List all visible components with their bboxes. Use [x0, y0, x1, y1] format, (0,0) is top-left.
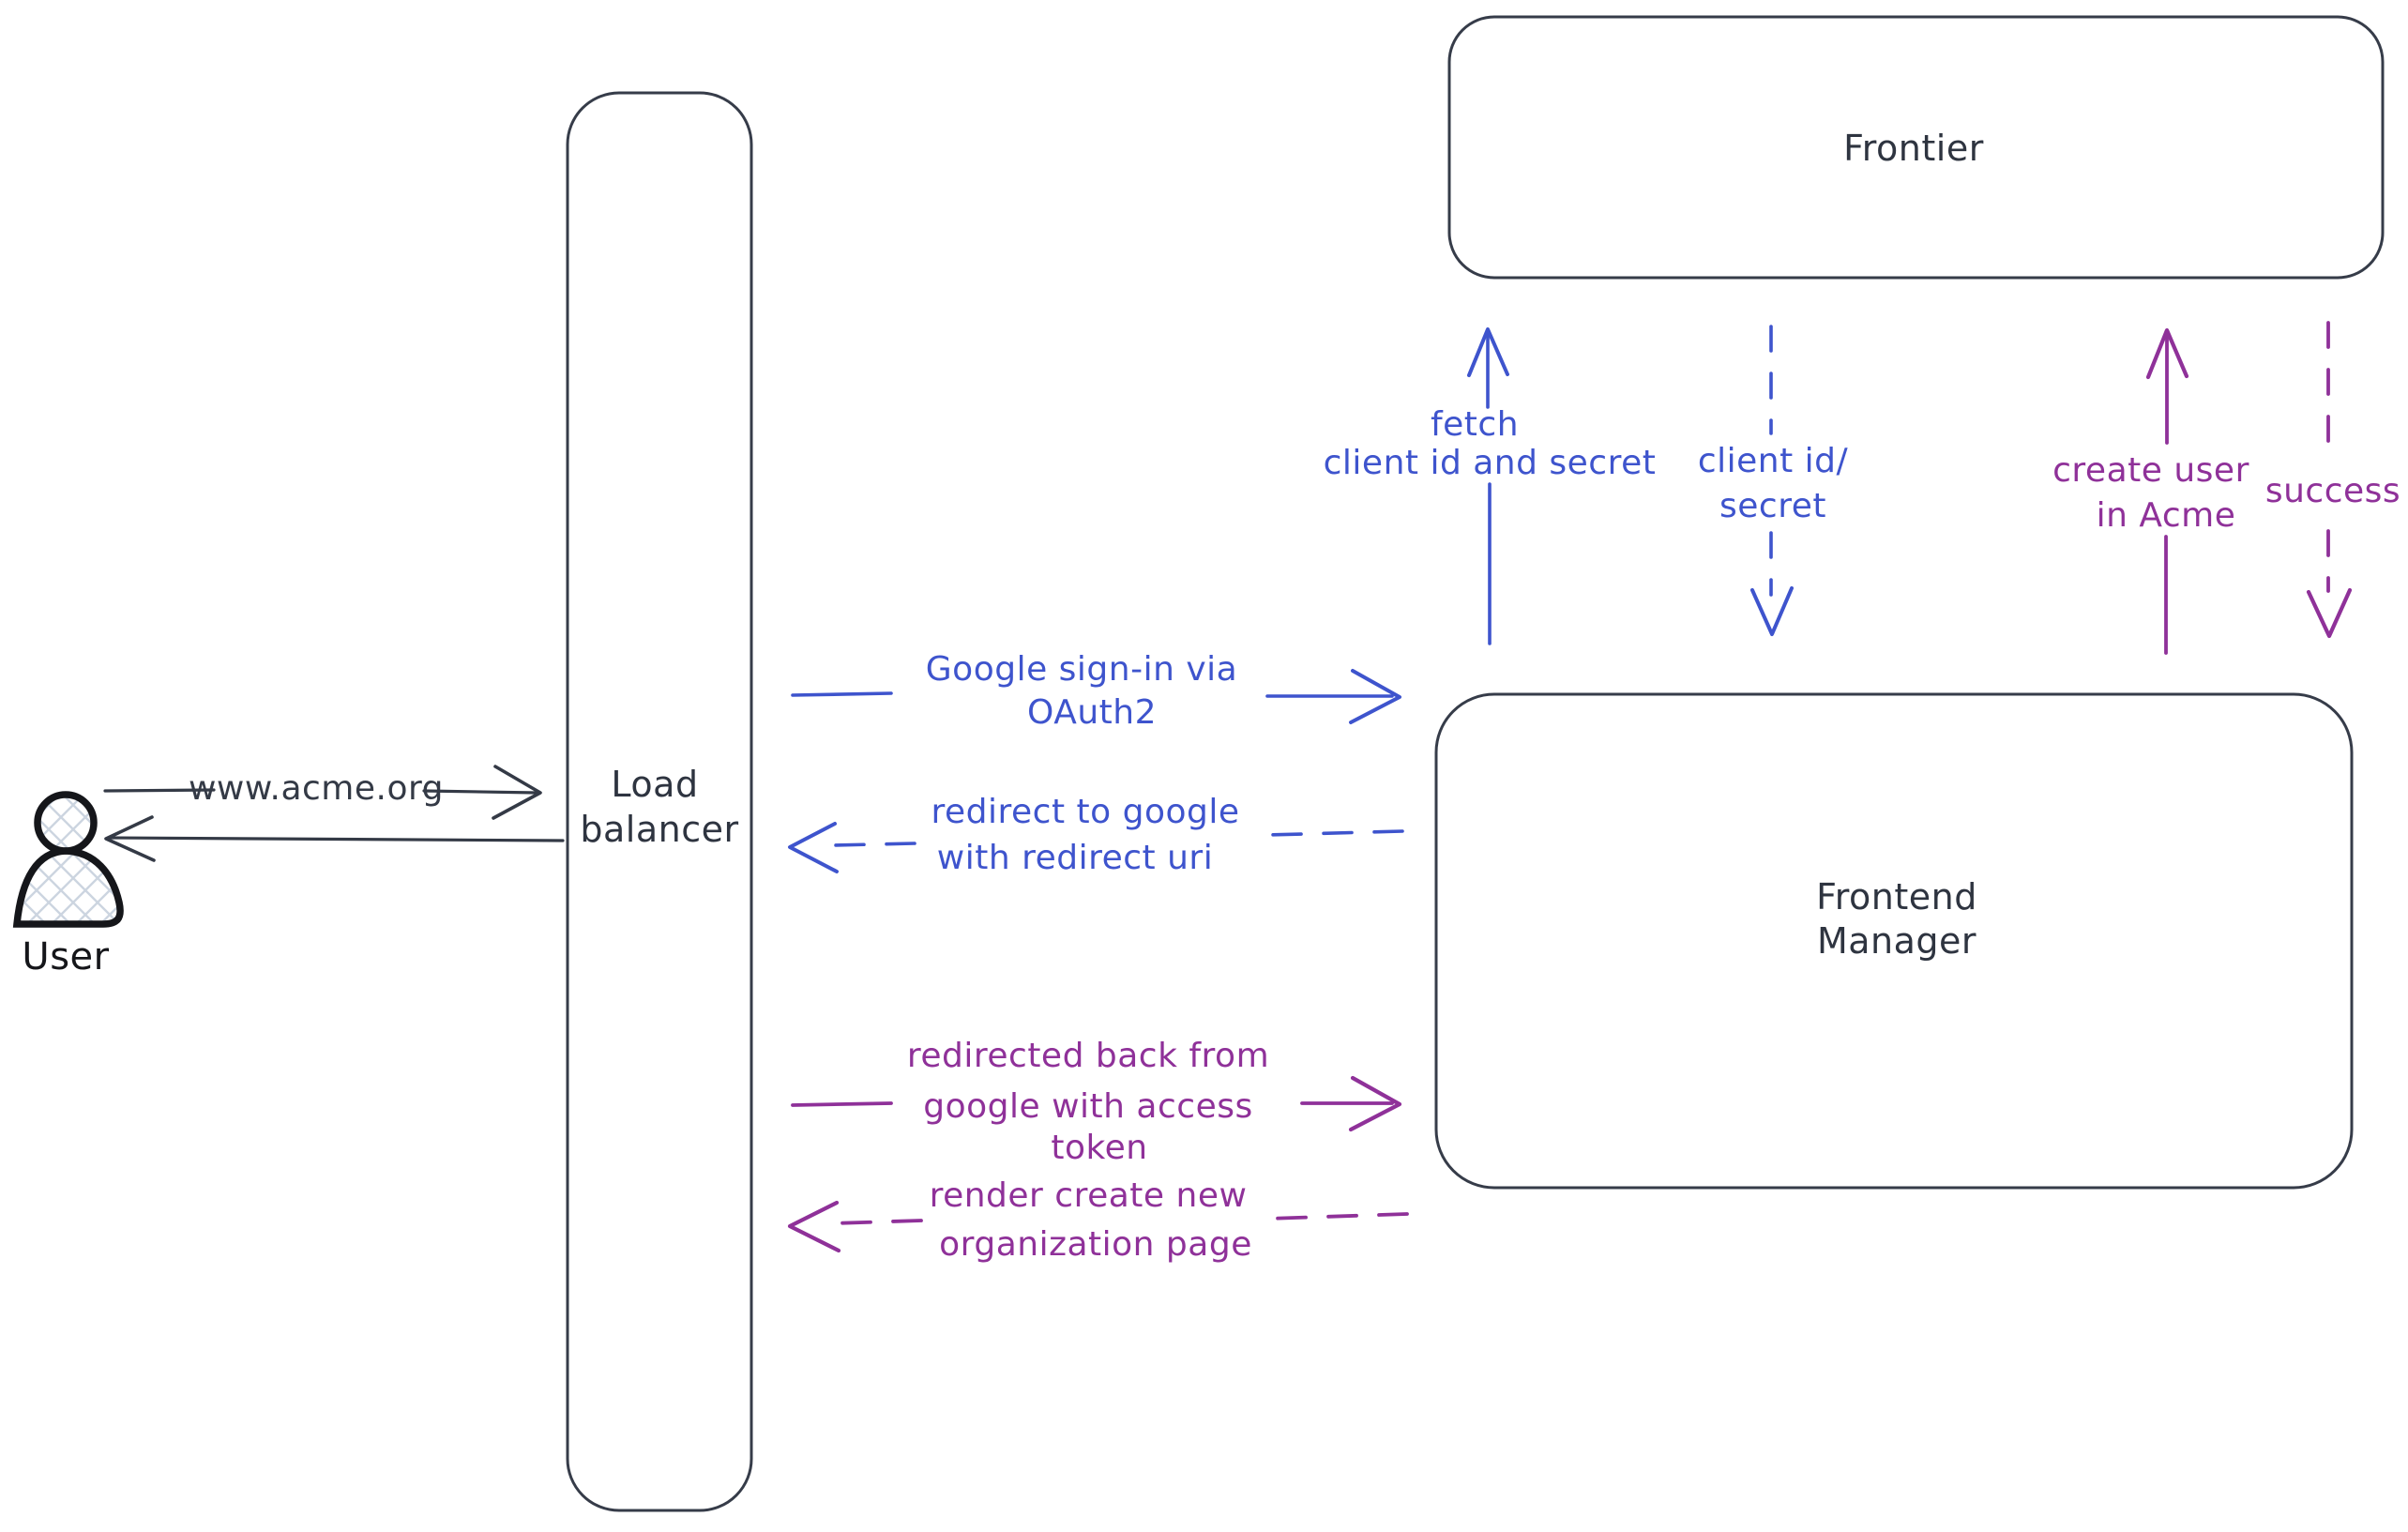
edge-label-redirected-back-line3: token	[1051, 1129, 1148, 1167]
edge-label-google-signin-line1: Google sign-in via	[925, 650, 1238, 689]
arrow-success	[2306, 321, 2353, 639]
user-icon	[12, 791, 124, 928]
load-balancer-label-line1: Load	[611, 764, 699, 805]
edge-label-success: success	[2264, 472, 2401, 510]
edge-label-redirected-back-line1: redirected back from	[906, 1037, 1270, 1075]
frontier-box	[1447, 15, 2385, 280]
edge-label-fetch-secret-line2: client id and secret	[1323, 444, 1657, 482]
edge-label-render-page-line2: organization page	[939, 1225, 1252, 1264]
edge-label-fetch-secret-line1: fetch	[1430, 405, 1520, 444]
edge-label-google-signin-line2: OAuth2	[1027, 693, 1157, 732]
edge-label-client-id-secret-line1: client id/	[1697, 442, 1849, 480]
arrow-render-page	[787, 1200, 1409, 1253]
arrow-redirected-back	[791, 1075, 1402, 1132]
edge-label-create-user-line1: create user	[2052, 451, 2249, 490]
edge-label-render-page-line1: render create new	[929, 1176, 1248, 1215]
edge-label-client-id-secret-line2: secret	[1719, 487, 1826, 525]
arrow-fetch-secret	[1467, 327, 1509, 645]
load-balancer-label-line2: balancer	[580, 809, 739, 850]
arrow-redirect-google	[788, 822, 1404, 873]
arrow-create-user	[2145, 327, 2189, 655]
edge-label-redirected-back-line2: google with access	[923, 1087, 1253, 1126]
frontend-manager-label-line1: Frontend	[1816, 876, 1977, 918]
edge-label-create-user-line2: in Acme	[2096, 496, 2236, 535]
load-balancer-box	[566, 91, 753, 1512]
frontend-manager-label-line2: Manager	[1816, 920, 1977, 962]
arrow-lb-response	[104, 815, 565, 862]
arrow-www-acme	[103, 765, 542, 820]
arrow-google-signin	[791, 669, 1401, 724]
edge-label-www-acme: www.acme.org	[188, 769, 445, 808]
arrow-client-id-secret	[1750, 325, 1794, 636]
frontier-label: Frontier	[1843, 128, 1984, 169]
frontend-manager-box	[1434, 692, 2354, 1190]
edge-label-redirect-google-line1: redirect to google	[931, 793, 1240, 831]
edge-label-redirect-google-line2: with redirect uri	[936, 839, 1214, 877]
user-label: User	[22, 935, 110, 978]
